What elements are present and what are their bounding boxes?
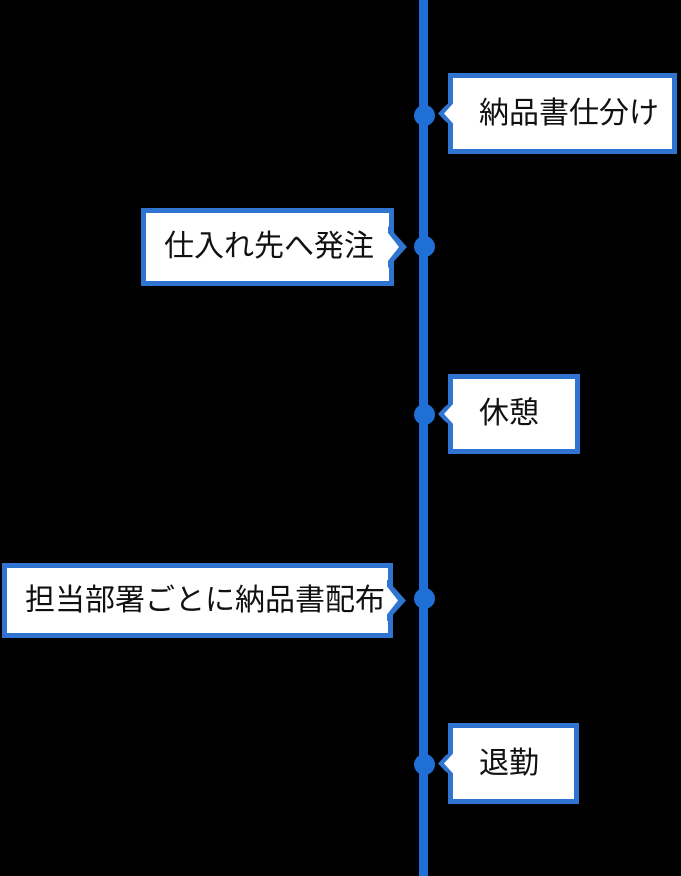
- milestone-label: 納品書仕分け: [479, 96, 659, 130]
- callout-notch-fill: [444, 102, 454, 125]
- milestone-label: 仕入れ先へ発注: [164, 230, 374, 263]
- milestone-dot-2[interactable]: [414, 236, 435, 257]
- milestone-label: 休憩: [479, 397, 539, 430]
- milestone-callout-3[interactable]: 休憩: [438, 374, 580, 454]
- milestone-label: 退勤: [479, 746, 539, 780]
- milestone-callout-2[interactable]: 仕入れ先へ発注: [141, 208, 407, 286]
- callout-pointer-fill: [387, 586, 398, 615]
- callout-notch-fill: [444, 752, 454, 775]
- milestone-dot-3[interactable]: [414, 404, 435, 425]
- callout-pointer-fill: [388, 233, 399, 261]
- milestone-dot-1[interactable]: [414, 105, 435, 126]
- milestone-label: 担当部署ごとに納品書配布: [25, 583, 385, 617]
- milestone-dot-5[interactable]: [414, 754, 435, 775]
- milestone-callout-1[interactable]: 納品書仕分け: [438, 73, 677, 154]
- milestone-callout-4[interactable]: 担当部署ごとに納品書配布: [2, 563, 406, 638]
- callout-notch-fill: [444, 403, 454, 425]
- milestone-dot-4[interactable]: [414, 588, 435, 609]
- milestone-callout-5[interactable]: 退勤: [438, 723, 579, 804]
- timeline-axis-line: [419, 0, 428, 876]
